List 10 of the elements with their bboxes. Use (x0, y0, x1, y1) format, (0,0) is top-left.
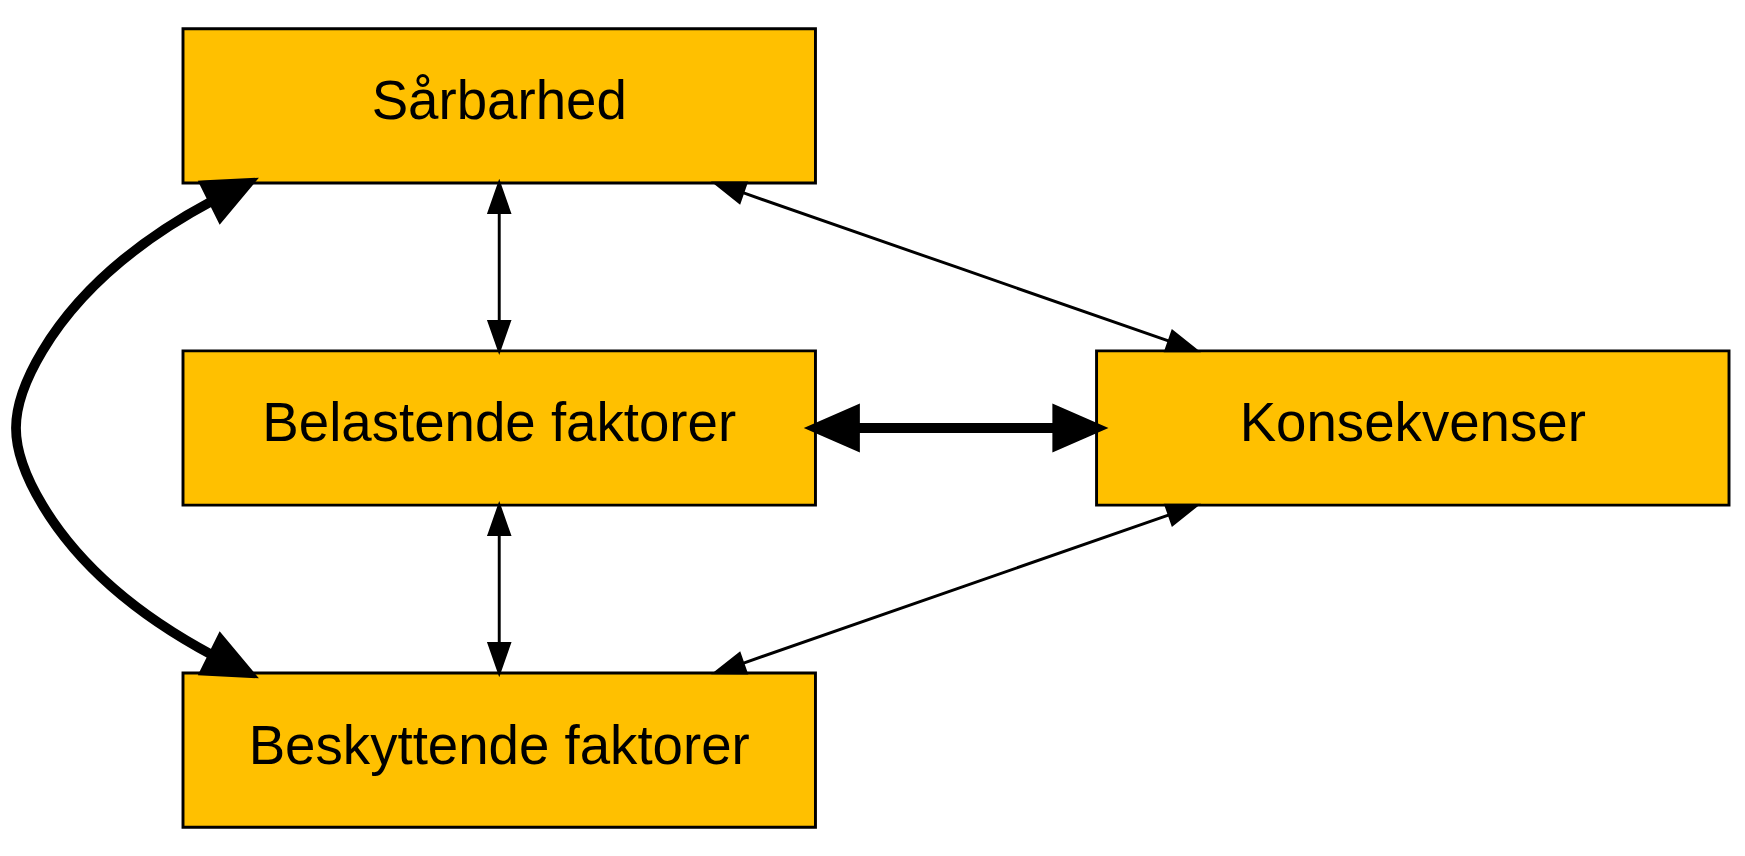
arrow (711, 503, 1202, 675)
node-box: Belastende faktorer (181, 349, 817, 507)
node-box: Konsekvenser (1095, 349, 1731, 507)
arrow (486, 500, 512, 678)
node-box: Beskyttende faktorer (181, 671, 817, 829)
arrow (710, 181, 1201, 353)
arrow (11, 177, 259, 679)
arrow (803, 403, 1109, 453)
arrow (486, 178, 512, 356)
node-box: Sårbarhed (181, 27, 817, 185)
